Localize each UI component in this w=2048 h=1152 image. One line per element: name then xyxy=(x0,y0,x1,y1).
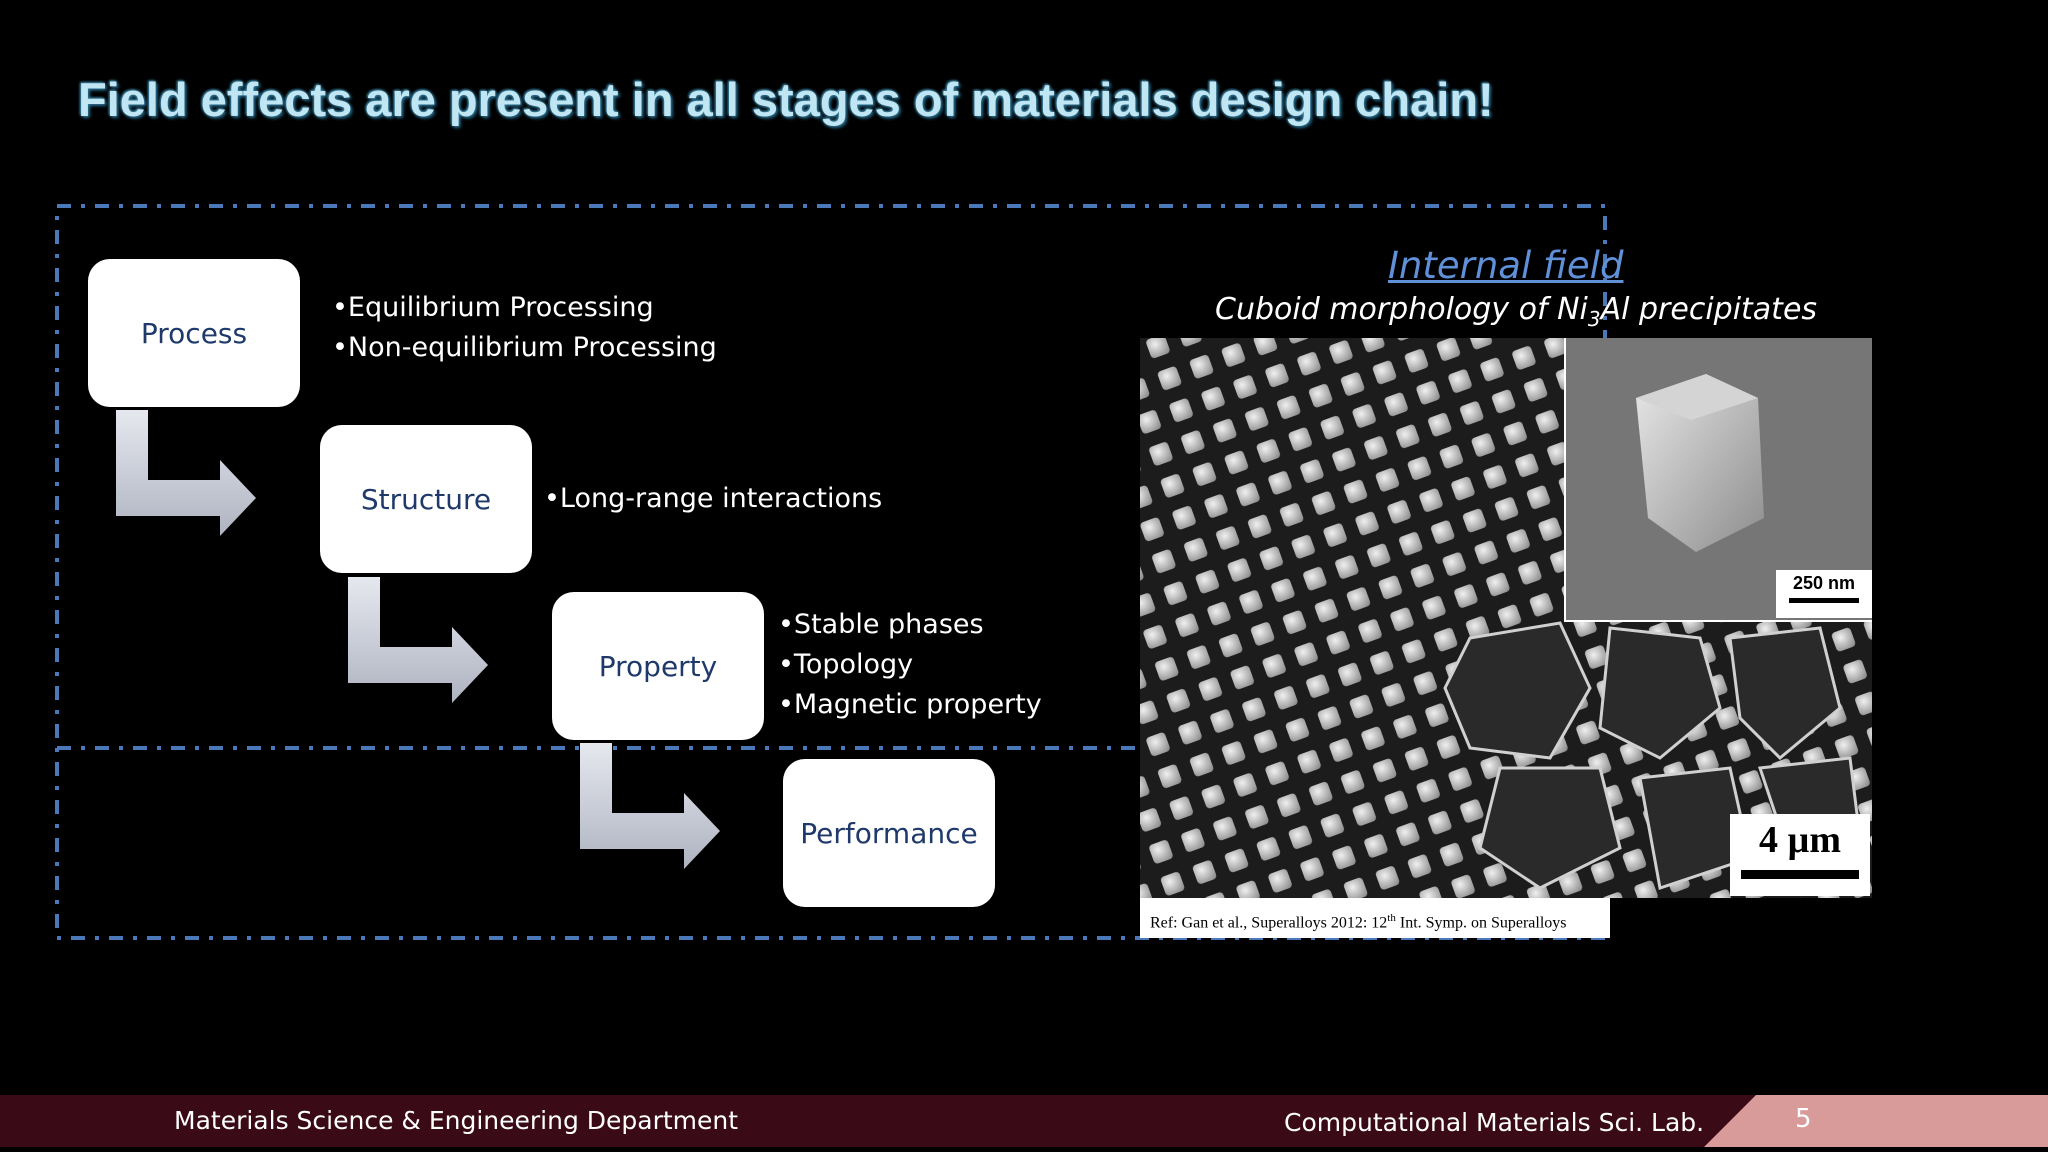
bullet-item: •Topology xyxy=(778,649,914,680)
sem-micrograph: 250 nm 4 µm xyxy=(1140,338,1872,898)
sem-inset: 250 nm xyxy=(1564,338,1872,622)
ref-suffix: Int. Symp. on Superalloys xyxy=(1395,914,1567,932)
caption-prefix: Cuboid morphology of Ni xyxy=(1215,292,1588,327)
process-box: Process xyxy=(88,259,300,407)
process-bullets: •Equilibrium Processing •Non-equilibrium… xyxy=(332,288,717,368)
bullet-item: •Long-range interactions xyxy=(544,483,883,514)
bullet-item: •Magnetic property xyxy=(778,689,1042,720)
arrow-icon xyxy=(348,577,488,703)
performance-box: Performance xyxy=(783,759,995,907)
ref-sup: th xyxy=(1387,912,1396,924)
page-number-tab xyxy=(1704,1095,2048,1147)
inset-scale-label: 250 nm xyxy=(1776,570,1872,618)
structure-bullets: •Long-range interactions xyxy=(544,479,882,519)
property-bullets: •Stable phases •Topology •Magnetic prope… xyxy=(778,605,1042,725)
page-number: 5 xyxy=(1795,1104,1812,1134)
bullet-item: •Equilibrium Processing xyxy=(332,292,654,323)
structure-box: Structure xyxy=(320,425,532,573)
main-scale-label: 4 µm xyxy=(1730,814,1870,896)
arrow-icon xyxy=(580,743,720,869)
main-scale-text: 4 µm xyxy=(1758,819,1842,861)
figure-reference: Ref: Gan et al., Superalloys 2012: 12th … xyxy=(1140,898,1610,938)
bullet-item: •Non-equilibrium Processing xyxy=(332,332,717,363)
main-scale-bar xyxy=(1741,870,1859,879)
footer-department: Materials Science & Engineering Departme… xyxy=(174,1106,739,1135)
bullet-item: •Stable phases xyxy=(778,609,984,640)
footer-lab: Computational Materials Sci. Lab. xyxy=(1284,1108,1705,1137)
arrow-icon xyxy=(116,410,256,536)
caption-suffix: Al precipitates xyxy=(1600,292,1818,327)
slide-title: Field effects are present in all stages … xyxy=(78,73,1494,126)
ref-prefix: Ref: Gan et al., Superalloys 2012: 12 xyxy=(1150,914,1388,932)
footer-bar xyxy=(0,1095,2048,1147)
property-box: Property xyxy=(552,592,764,740)
figure-heading: Internal field xyxy=(1388,244,1624,287)
caption-sub: 3 xyxy=(1587,307,1601,331)
inset-scale-bar xyxy=(1789,598,1859,603)
figure-caption: Cuboid morphology of Ni3Al precipitates xyxy=(1215,292,1817,331)
inset-scale-text: 250 nm xyxy=(1792,573,1856,593)
